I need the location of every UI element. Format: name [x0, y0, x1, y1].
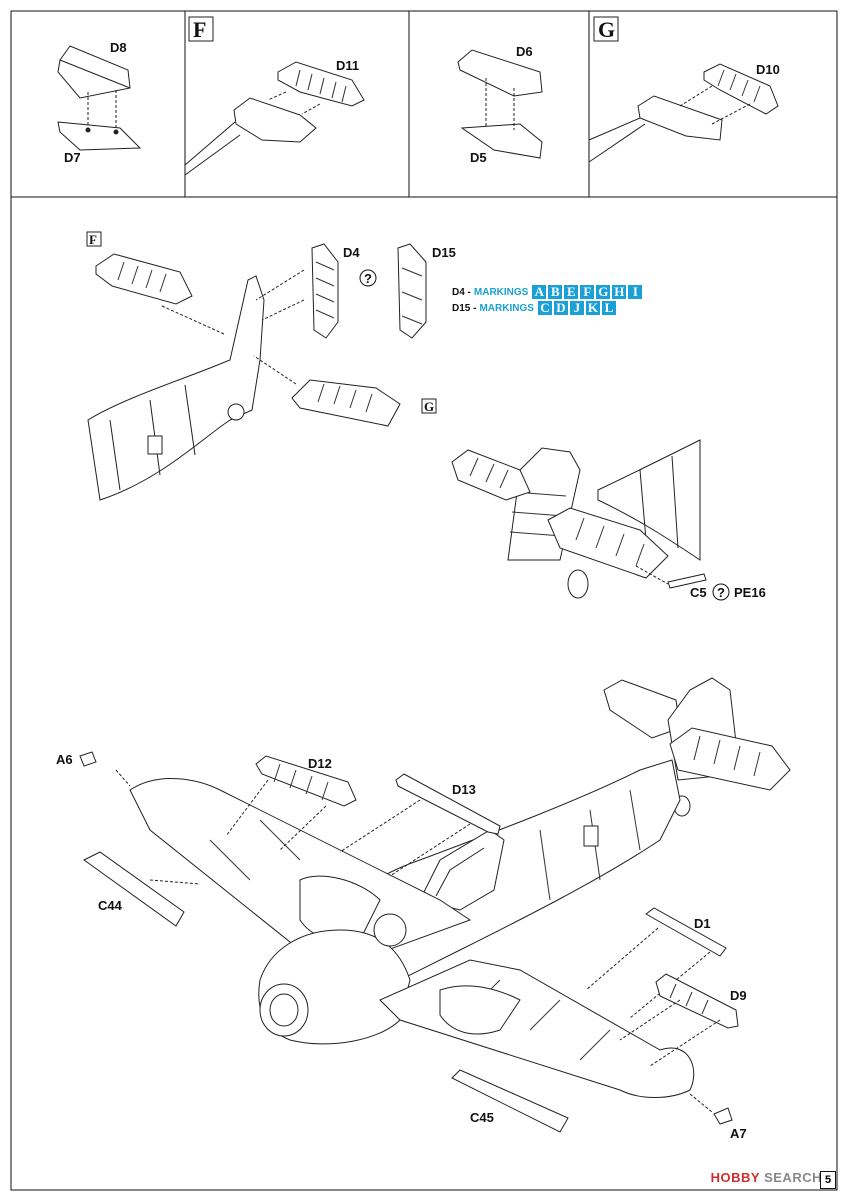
part-label-d4: D4: [343, 245, 360, 260]
markings-part: D4 -: [452, 286, 471, 298]
marking-code: A: [532, 285, 547, 299]
section-marker-f: F: [89, 232, 97, 247]
part-label-a6: A6: [56, 752, 73, 767]
option-mark-tailwheel: ?: [712, 583, 730, 601]
markings-row-d4: D4 - MARKINGS A B E F G H I: [452, 284, 644, 300]
marking-code: G: [596, 284, 611, 299]
panel-d8-d7: [57, 45, 142, 151]
markings-label: MARKINGS: [473, 286, 529, 298]
part-label-d8: D8: [110, 40, 127, 55]
marking-code: B: [548, 285, 563, 299]
panel-d6-d5: [457, 49, 543, 159]
marking-code: J: [569, 301, 584, 315]
watermark-brand: SEARCH: [764, 1170, 822, 1185]
part-label-a7: A7: [730, 1126, 747, 1141]
marking-code: L: [601, 301, 616, 315]
markings-legend: D4 - MARKINGS A B E F G H I D15 - MARKIN…: [452, 284, 644, 316]
marking-code: D: [553, 301, 568, 315]
watermark-logo: HOBBY: [710, 1170, 761, 1185]
part-label-d1: D1: [694, 916, 711, 931]
marking-code: H: [612, 284, 627, 299]
part-label-c5: C5: [690, 585, 707, 600]
markings-label: MARKINGS: [479, 302, 534, 314]
part-label-c45: C45: [470, 1110, 494, 1125]
marking-code: E: [564, 285, 579, 299]
watermark: HOBBY SEARCH: [711, 1170, 822, 1185]
panel-f-d11: [184, 16, 365, 176]
tail-assembled: [451, 439, 707, 599]
part-label-d5: D5: [470, 150, 487, 165]
markings-part: D15 -: [452, 302, 477, 314]
panel-g-d10: [588, 16, 779, 163]
marking-code: F: [580, 285, 595, 299]
part-label-d15: D15: [432, 245, 456, 260]
section-letter-f: F: [193, 17, 206, 42]
marking-code: I: [628, 285, 643, 299]
section-letter-g: G: [598, 17, 615, 42]
part-label-d12: D12: [308, 756, 332, 771]
part-label-d10: D10: [756, 62, 780, 77]
marking-code: K: [585, 300, 600, 315]
question-mark: ?: [364, 271, 372, 286]
part-label-d7: D7: [64, 150, 81, 165]
part-label-c44: C44: [98, 898, 123, 913]
markings-row-d15: D15 - MARKINGS C D J K L: [452, 300, 644, 316]
question-mark: ?: [717, 585, 725, 600]
part-label-d9: D9: [730, 988, 747, 1003]
marking-code: C: [537, 301, 552, 315]
part-label-d13: D13: [452, 782, 476, 797]
option-mark-rudder: ?: [359, 269, 377, 287]
aircraft-main: [79, 677, 791, 1133]
part-label-d6: D6: [516, 44, 533, 59]
part-label-d11: D11: [336, 58, 359, 73]
tail-assembly-exploded: [86, 231, 437, 501]
panel-frame: [10, 10, 838, 1191]
section-marker-g: G: [424, 399, 434, 414]
page-number: 5: [820, 1171, 836, 1189]
part-label-pe16: PE16: [734, 585, 766, 600]
